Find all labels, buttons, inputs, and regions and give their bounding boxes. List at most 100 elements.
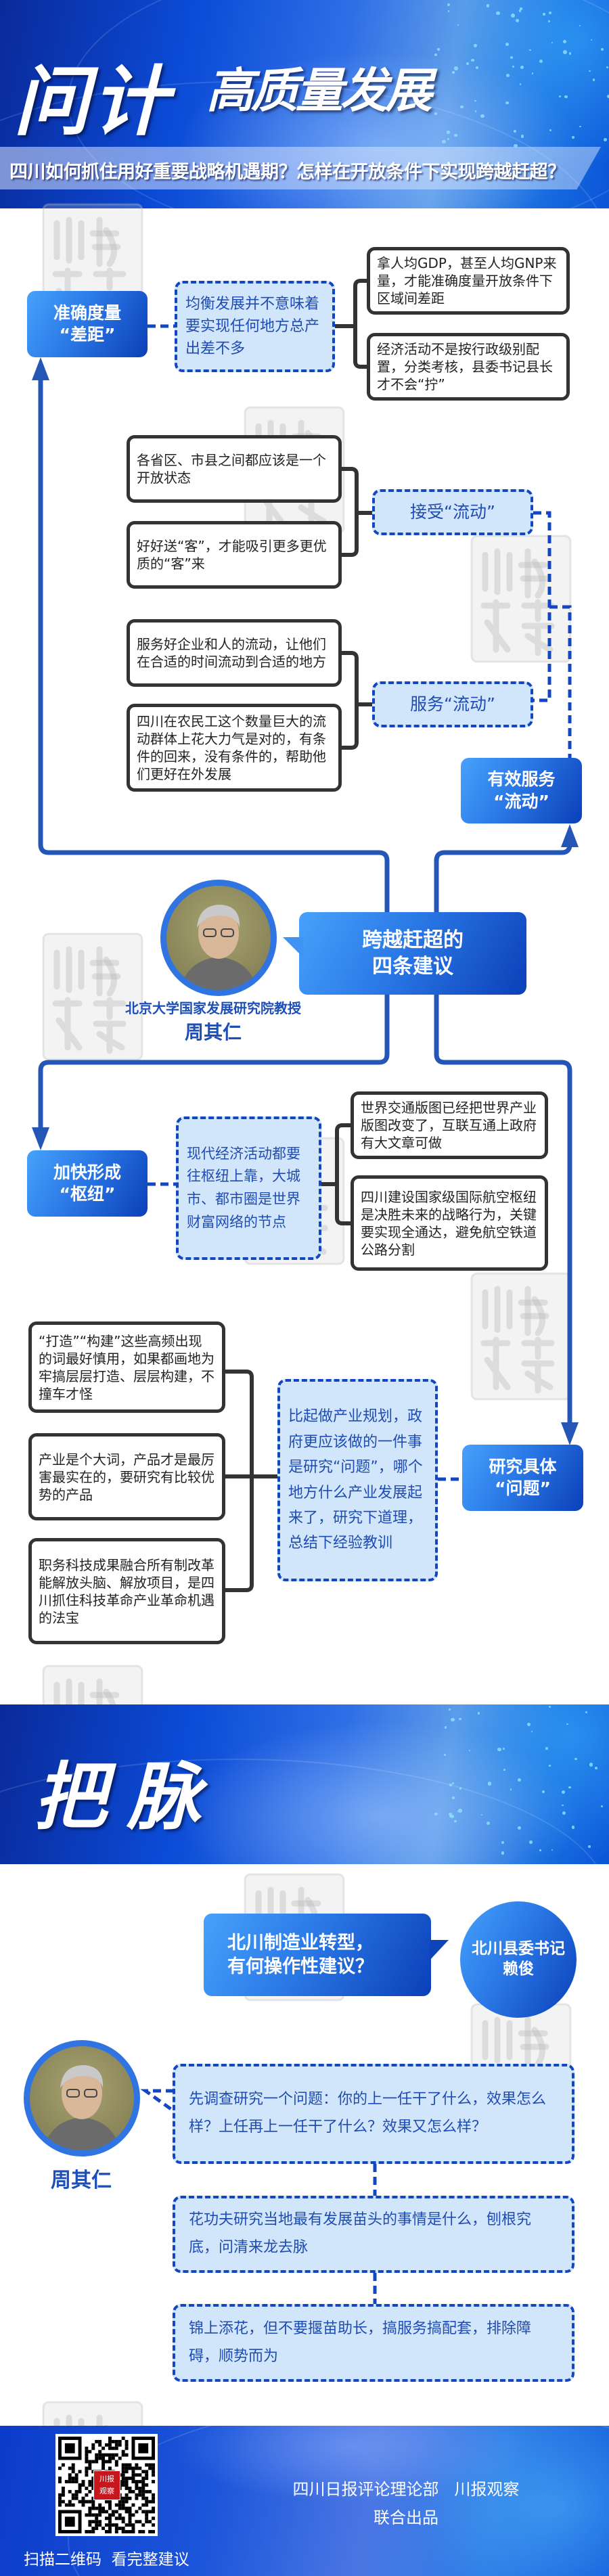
qr-module: [58, 2503, 62, 2507]
star-dot: [449, 1708, 451, 1711]
responder-name: 周其仁: [51, 2169, 112, 2192]
star-dot: [447, 131, 450, 134]
qr-module: [91, 2443, 95, 2447]
star-dot: [466, 62, 470, 66]
star-dot: [549, 129, 551, 132]
qr-code[interactable]: 川报观察: [55, 2434, 158, 2536]
qr-module: [128, 2489, 132, 2493]
watermark-stroke: [103, 227, 117, 267]
qr-module: [74, 2480, 78, 2484]
qr-module: [138, 2520, 142, 2524]
qr-module: [78, 2500, 82, 2504]
qr-module: [105, 2516, 108, 2521]
qr-module: [118, 2503, 122, 2507]
qr-module: [121, 2527, 125, 2531]
qr-module: [114, 2463, 118, 2467]
qr-module: [88, 2480, 92, 2484]
qr-module: [95, 2516, 99, 2521]
star-dot: [513, 129, 516, 133]
branch-problem: 研究具体“问题”: [462, 1445, 583, 1511]
qr-module: [111, 2446, 115, 2450]
speech-pointer: [430, 1940, 449, 1960]
star-dot: [473, 44, 478, 48]
qr-module: [114, 2516, 118, 2521]
star-dot: [477, 1712, 480, 1715]
qr-module: [152, 2506, 155, 2510]
star-dot: [512, 65, 515, 68]
qr-module: [95, 2506, 99, 2510]
qr-module: [108, 2516, 112, 2521]
qr-module: [138, 2480, 142, 2484]
star-dot: [510, 55, 514, 60]
qr-module: [138, 2506, 142, 2510]
qr-module: [141, 2489, 145, 2493]
qr-module: [114, 2453, 118, 2457]
qr-module: [118, 2500, 122, 2504]
qr-module: [128, 2477, 132, 2481]
qr-module: [88, 2523, 92, 2527]
qr-module: [141, 2486, 145, 2490]
qr-module: [91, 2460, 95, 2464]
qr-module: [121, 2500, 125, 2504]
star-dot: [510, 1788, 512, 1791]
star-dot: [520, 7, 522, 10]
qr-module: [85, 2466, 89, 2470]
qr-module: [131, 2480, 135, 2484]
star-dot: [606, 66, 609, 68]
star-dot: [579, 25, 581, 27]
qr-module: [85, 2500, 89, 2504]
star-dot: [444, 1753, 447, 1756]
star-dot: [601, 1805, 604, 1808]
qr-module: [135, 2496, 139, 2500]
qr-module: [118, 2439, 122, 2443]
qr-module: [141, 2530, 145, 2533]
qr-module: [68, 2477, 72, 2481]
qr-module: [131, 2527, 135, 2531]
star-dot: [437, 48, 440, 51]
star-dot: [460, 105, 464, 109]
star-dot: [451, 1782, 454, 1784]
star-dot: [449, 1814, 453, 1818]
qr-module: [128, 2466, 132, 2470]
qr-module: [105, 2460, 108, 2464]
branch-gap: 准确度量“差距”: [27, 291, 148, 357]
branch-label: 加快形成: [53, 1162, 121, 1182]
star-dot: [476, 66, 479, 69]
qr-module: [71, 2470, 75, 2474]
qr-module: [74, 2496, 78, 2500]
qr-module: [148, 2500, 152, 2504]
question-line: 有何操作性建议？: [227, 1956, 374, 1977]
qr-center-logo: 川报观察: [93, 2470, 120, 2500]
qr-module: [135, 2510, 139, 2514]
qr-module: [71, 2496, 75, 2500]
star-dot: [607, 94, 609, 99]
qr-module: [118, 2516, 122, 2521]
branch-flow: 有效服务“流动”: [461, 758, 582, 823]
qr-module: [141, 2483, 145, 2487]
qr-module: [95, 2460, 99, 2464]
qr-module: [138, 2486, 142, 2490]
asker-name: 赖俊: [503, 1960, 534, 1978]
qr-module: [121, 2483, 125, 2487]
expert-name: 周其仁: [184, 1021, 242, 1043]
star-dot: [487, 4, 490, 7]
qr-module: [135, 2473, 139, 2477]
qr-module: [131, 2489, 135, 2493]
qr-module: [61, 2486, 65, 2490]
qr-module: [71, 2463, 75, 2467]
qr-module: [64, 2503, 68, 2507]
qr-module: [102, 2446, 106, 2450]
qr-module: [108, 2466, 112, 2470]
qr-module: [128, 2510, 132, 2514]
star-dot: [531, 1731, 533, 1733]
qr-module: [81, 2503, 85, 2507]
qr-module: [125, 2510, 129, 2514]
detail-box: 世界交通版图已经把世界产业版图改变了，互联互通上政府有大文章可做: [351, 1091, 548, 1159]
qr-module: [152, 2500, 155, 2504]
qr-module: [108, 2500, 112, 2504]
qr-module: [85, 2493, 89, 2497]
qr-module: [64, 2516, 75, 2527]
qr-module: [131, 2466, 135, 2470]
detail-box: 拿人均GDP，甚至人均GNP来量，才能准确度量开放条件下区域间差距: [367, 247, 570, 315]
qr-module: [138, 2530, 142, 2533]
